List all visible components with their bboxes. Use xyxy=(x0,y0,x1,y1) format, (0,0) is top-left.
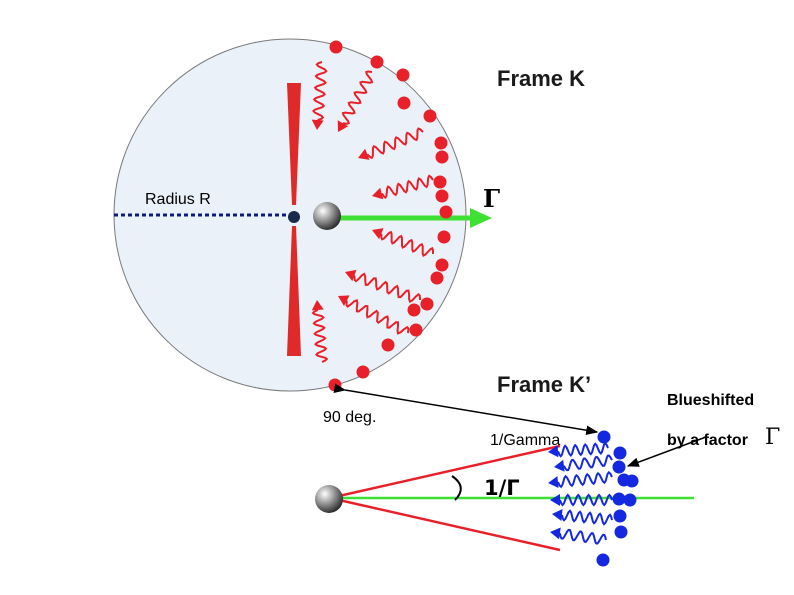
blue-wavy-arrow-3 xyxy=(557,470,613,489)
red-wavy-arrow-1-head xyxy=(311,119,324,130)
blue-photon-dot-1 xyxy=(597,430,611,444)
red-photon-dot-17 xyxy=(381,338,395,352)
frame-k-prime-title: Frame K’ xyxy=(497,372,592,397)
red-wavy-arrow-3-head xyxy=(358,148,370,160)
blueshift-line2: by a factor xyxy=(667,432,748,449)
red-wavy-arrow-8-head xyxy=(311,300,324,311)
frame-k-title: Frame K xyxy=(497,66,586,91)
blue-photon-dot-8 xyxy=(613,509,627,523)
blue-photon-dot-6 xyxy=(623,493,637,507)
red-wavy-arrow-3 xyxy=(366,127,424,160)
red-wavy-arrow-4-head xyxy=(372,187,384,200)
correspondence-arrow xyxy=(333,383,599,435)
gamma-symbol: Γ xyxy=(483,184,501,213)
red-wavy-arrow-5-head xyxy=(372,228,384,240)
blue-photon-arrows xyxy=(548,441,613,545)
blue-wavy-arrow-4-head xyxy=(550,494,560,506)
blue-wavy-arrow-1 xyxy=(557,441,609,458)
blueshift-line1: Blueshifted xyxy=(667,392,755,409)
blue-photon-dot-5 xyxy=(625,474,639,488)
blue-wavy-arrow-2 xyxy=(563,454,613,472)
blue-photon-dots xyxy=(596,430,639,567)
red-photon-dot-6 xyxy=(434,136,448,150)
red-photon-arrows xyxy=(311,61,434,363)
blue-wavy-arrow-4 xyxy=(559,493,613,507)
blue-photon-dot-2 xyxy=(613,446,627,460)
red-wavy-arrow-5 xyxy=(380,230,434,257)
cone-label: 1/Gamma xyxy=(490,432,561,449)
red-photon-dot-14 xyxy=(420,297,434,311)
red-photon-dot-18 xyxy=(356,365,370,379)
red-photon-dot-11 xyxy=(437,230,451,244)
blue-photon-dot-7 xyxy=(612,492,626,506)
red-photon-dot-16 xyxy=(409,323,423,337)
blue-wavy-arrow-6 xyxy=(558,528,607,545)
blue-wavy-arrow-5 xyxy=(561,509,613,526)
red-wavy-arrow-6-head xyxy=(345,269,357,282)
red-photon-dots xyxy=(328,40,453,392)
blue-wavy-arrow-1-head xyxy=(548,445,559,458)
radius-label: Radius R xyxy=(145,191,211,208)
blue-wavy-arrow-2-head xyxy=(554,459,565,472)
red-wavy-arrow-4 xyxy=(380,174,434,200)
blue-photon-dot-9 xyxy=(614,525,628,539)
red-wavy-arrow-7-head xyxy=(338,295,350,306)
red-wavy-arrow-7 xyxy=(345,298,410,335)
red-photon-dot-7 xyxy=(435,150,449,164)
red-photon-dot-1 xyxy=(329,40,343,54)
cone-upper-line xyxy=(329,444,561,500)
red-wavy-arrow-1 xyxy=(311,61,328,121)
velocity-arrowhead xyxy=(470,208,492,228)
cone-lower-line xyxy=(329,496,561,552)
source-ball xyxy=(313,202,341,230)
cone-angle-symbol: 1/Γ xyxy=(484,476,520,500)
red-photon-dot-12 xyxy=(435,258,449,272)
mirror-top xyxy=(287,83,301,205)
blue-wavy-arrow-5-head xyxy=(552,509,563,521)
blueshift-pointer-arrow xyxy=(626,436,707,467)
source-ball-prime xyxy=(315,485,343,513)
blue-photon-dot-3 xyxy=(612,460,626,474)
red-photon-dot-19 xyxy=(328,378,342,392)
red-photon-dot-8 xyxy=(433,175,447,189)
red-photon-dot-3 xyxy=(396,68,410,82)
blueshift-symbol: Γ xyxy=(765,425,781,450)
cone-angle-arc xyxy=(451,475,462,501)
blue-wavy-arrow-3-head xyxy=(548,476,559,488)
red-photon-dot-2 xyxy=(370,55,384,69)
red-wavy-arrow-6 xyxy=(353,272,421,304)
blue-photon-dot-10 xyxy=(596,553,610,567)
blue-wavy-arrow-6-head xyxy=(550,527,561,540)
red-photon-dot-15 xyxy=(407,303,421,317)
mirror-bottom xyxy=(287,226,301,356)
red-photon-dot-9 xyxy=(435,189,449,203)
red-photon-dot-13 xyxy=(430,271,444,285)
red-photon-dot-10 xyxy=(439,205,453,219)
angle-label: 90 deg. xyxy=(323,409,377,426)
red-photon-dot-4 xyxy=(397,96,411,110)
red-wavy-arrow-2-head xyxy=(337,120,349,132)
center-dot xyxy=(288,211,300,223)
red-photon-dot-5 xyxy=(423,109,437,123)
red-wavy-arrow-8 xyxy=(311,309,329,363)
red-wavy-arrow-2 xyxy=(341,70,374,125)
